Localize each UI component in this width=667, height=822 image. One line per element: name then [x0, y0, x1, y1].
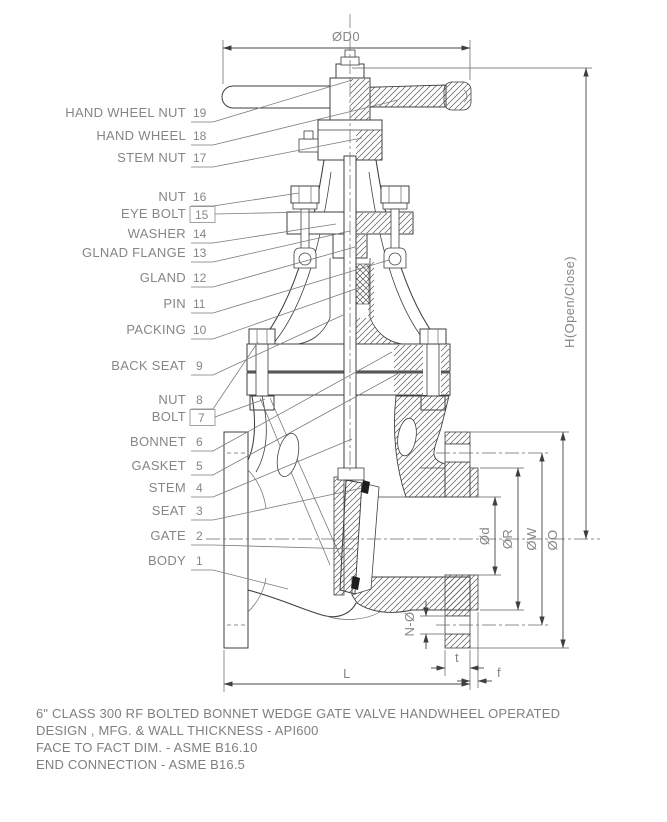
part-label-2: GATE — [150, 528, 186, 543]
part-number-2: 2 — [196, 529, 203, 543]
part-number-12: 12 — [193, 271, 207, 285]
part-label-13: GLNAD FLANGE — [82, 245, 186, 260]
part-label-19: HAND WHEEL NUT — [65, 105, 186, 120]
raised-face-top — [469, 467, 479, 498]
part-label-15: EYE BOLT — [121, 206, 186, 221]
part-label-14: WASHER — [128, 226, 186, 241]
part-number-10: 10 — [193, 323, 207, 337]
part-number-11: 11 — [193, 297, 206, 311]
dimension-l-t-f: L t f — [223, 612, 501, 692]
dim-label-w: ØW — [524, 527, 539, 551]
trim — [333, 155, 380, 596]
title-notes: 6" CLASS 300 RF BOLTED BONNET WEDGE GATE… — [36, 705, 596, 773]
part-label-4: STEM — [149, 480, 186, 495]
seat-ring-top — [361, 480, 370, 494]
note-line-1: 6" CLASS 300 RF BOLTED BONNET WEDGE GATE… — [36, 706, 561, 721]
wedge-face — [354, 482, 380, 595]
part-label-7: BOLT — [152, 409, 186, 424]
part-label-17: STEM NUT — [117, 150, 186, 165]
part-label-16: NUT — [158, 189, 186, 204]
handwheel-bar — [221, 85, 341, 109]
rib-window-right — [397, 417, 417, 457]
note-line-3: FACE TO FACT DIM. - ASME B16.10 — [36, 740, 258, 755]
dim-label-h: H(Open/Close) — [562, 256, 577, 348]
pin-left — [298, 252, 312, 266]
part-number-15: 15 — [195, 208, 209, 222]
part-label-6: BONNET — [130, 434, 186, 449]
part-label-5: GASKET — [131, 458, 186, 473]
dimension-flange: Ød ØR ØW ØO — [470, 431, 569, 649]
note-line-2: DESIGN , MFG. & WALL THICKNESS - API600 — [36, 723, 319, 738]
part-label-11: PIN — [163, 296, 186, 311]
eye-bolt-nut-left — [290, 185, 320, 204]
seat-ring-bottom — [351, 576, 360, 590]
pin-right — [388, 252, 402, 266]
dim-label-l: L — [343, 666, 351, 681]
part-label-10: PACKING — [126, 322, 186, 337]
bonnet-flange — [246, 328, 451, 411]
dim-label-f: f — [497, 665, 501, 680]
raised-face-bottom — [469, 574, 479, 611]
nut-top-left — [248, 328, 276, 345]
part-label-3: SEAT — [152, 503, 186, 518]
eye-bolt-nut-right — [380, 185, 410, 204]
part-number-14: 14 — [193, 227, 207, 241]
handwheel-rim — [443, 81, 472, 111]
part-number-1: 1 — [196, 554, 203, 568]
handwheel-assembly — [221, 49, 472, 161]
body-section-lower — [351, 576, 471, 613]
dim-label-n-holes: N-Ø — [402, 611, 417, 636]
dimension-d0: ØD0 — [222, 29, 471, 84]
part-number-3: 3 — [196, 504, 203, 518]
part-number-19: 19 — [193, 106, 207, 120]
part-callouts: HAND WHEEL NUT 19 HAND WHEEL 18 STEM NUT… — [65, 79, 400, 590]
centerlines — [206, 14, 600, 626]
bolt-left — [255, 343, 269, 397]
part-number-8: 8 — [196, 393, 203, 407]
part-label-9: BACK SEAT — [111, 358, 186, 373]
note-line-4: END CONNECTION - ASME B16.5 — [36, 757, 246, 772]
dim-label-d: Ød — [477, 527, 492, 545]
part-number-4: 4 — [196, 481, 203, 495]
part-number-17: 17 — [193, 151, 207, 165]
dim-label-r: ØR — [500, 529, 515, 549]
valve-graphic — [206, 14, 600, 649]
dim-label-d0: ØD0 — [332, 29, 360, 44]
dim-label-t: t — [455, 650, 459, 665]
part-number-7: 7 — [198, 411, 205, 425]
part-label-1: BODY — [148, 553, 186, 568]
dimension-n-holes: N-Ø — [402, 601, 444, 649]
part-number-6: 6 — [196, 435, 203, 449]
part-number-5: 5 — [196, 459, 203, 473]
rib-window-left — [276, 432, 300, 478]
dim-label-o: ØO — [545, 529, 560, 550]
part-label-8: NUT — [158, 392, 186, 407]
part-number-16: 16 — [193, 190, 207, 204]
valve-body — [223, 395, 479, 649]
washer-left — [292, 202, 318, 210]
part-number-9: 9 — [196, 359, 203, 373]
part-number-13: 13 — [193, 246, 207, 260]
part-number-18: 18 — [193, 129, 207, 143]
nut-top-right — [419, 328, 447, 345]
dimensions: ØD0 H(Open/Close) Ød ØR ØW ØO — [222, 29, 592, 692]
bolt-right — [426, 343, 440, 397]
flange-left — [223, 431, 249, 649]
part-label-12: GLAND — [140, 270, 186, 285]
dimension-h: H(Open/Close) — [352, 67, 592, 540]
part-label-18: HAND WHEEL — [96, 128, 186, 143]
washer-right — [382, 202, 408, 210]
